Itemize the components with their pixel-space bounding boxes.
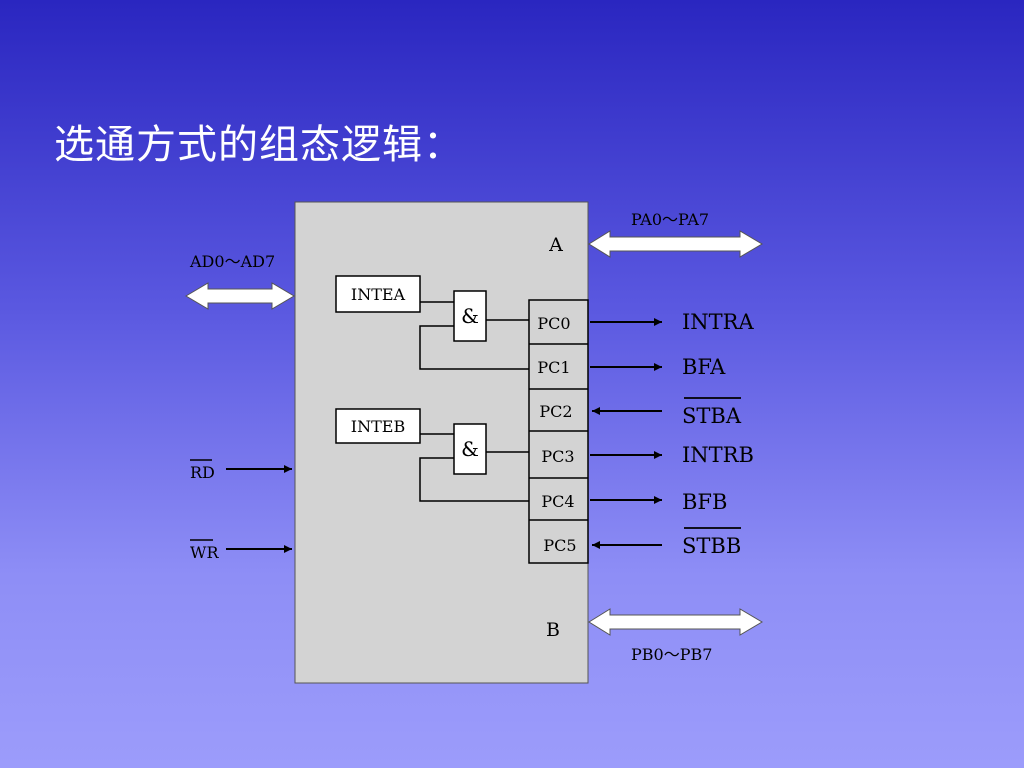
wr-label: WR	[190, 543, 219, 562]
bfa-label: BFA	[682, 355, 726, 379]
and-gate-a-symbol: &	[461, 304, 479, 328]
pc4-label: PC4	[541, 492, 574, 511]
pa-bus-arrow	[588, 230, 763, 258]
pc3-label: PC3	[541, 447, 574, 466]
pc5-label: PC5	[543, 536, 576, 555]
inteb-box	[335, 408, 421, 444]
pb-bus-label: PB0～PB7	[631, 645, 712, 664]
pa-bus-label: PA0～PA7	[631, 210, 709, 229]
intea-label: INTEA	[351, 285, 406, 304]
pc5-to-gate-b-wire	[419, 457, 529, 502]
inteb-label: INTEB	[351, 417, 405, 436]
pc2-label: PC2	[539, 402, 572, 421]
stba-label: STBA	[682, 404, 742, 428]
port-a-label: A	[548, 234, 563, 256]
intea-box	[335, 275, 421, 313]
bfb-label: BFB	[682, 490, 727, 514]
slide-title: 选通方式的组态逻辑：	[54, 122, 464, 168]
intrb-label: INTRB	[682, 443, 754, 467]
ad-bus-arrow	[185, 282, 295, 310]
and-gate-a	[453, 290, 487, 342]
stbb-label: STBB	[682, 534, 741, 558]
rd-label: RD	[190, 463, 215, 482]
intra-label: INTRA	[682, 310, 754, 334]
pc1-label: PC1	[537, 358, 570, 377]
port-b-label: B	[546, 619, 560, 641]
pc2-to-gate-a-wire	[419, 325, 529, 370]
pc0-label: PC0	[537, 314, 570, 333]
pb-bus-arrow	[588, 608, 763, 636]
and-gate-b	[453, 423, 487, 475]
ad-bus-label: AD0～AD7	[189, 252, 275, 271]
and-gate-b-symbol: &	[461, 437, 479, 461]
